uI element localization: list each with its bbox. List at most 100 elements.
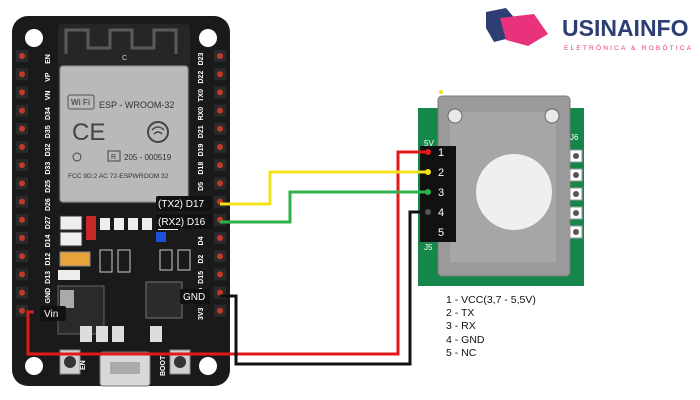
- component-red-led: [86, 216, 96, 240]
- pin-legend-item: 2 - TX: [446, 307, 475, 320]
- housing-screw: [447, 108, 463, 124]
- mount-hole: [25, 29, 43, 47]
- indicator-dot: [439, 90, 443, 94]
- logo-mark-pink: [500, 14, 548, 46]
- sensor-pin-number: 2: [438, 167, 444, 179]
- left-header-pins: [16, 50, 28, 317]
- cert-mark-icon: [72, 152, 82, 162]
- component-smd: [59, 231, 83, 247]
- header-pin-hole: [19, 107, 25, 114]
- header-pin-hole: [19, 216, 25, 223]
- header-pin-hole: [19, 180, 25, 187]
- usb-opening: [110, 362, 140, 374]
- component-outline: [99, 249, 113, 273]
- component-smd: [150, 326, 162, 342]
- component-smd: [128, 218, 138, 230]
- label-j6: J6: [570, 133, 579, 142]
- left-pin-label: D33: [45, 162, 52, 175]
- component-smd: [112, 326, 124, 342]
- right-pin-label: D15: [198, 271, 205, 284]
- component-outline: [159, 249, 173, 271]
- wire-end-gnd: [425, 209, 431, 215]
- right-pin-label: TX0: [198, 89, 205, 102]
- sensor-pin-number: 3: [438, 187, 444, 199]
- right-pin-label: D18: [198, 162, 205, 175]
- header-pin-hole: [19, 307, 25, 314]
- header-pin-hole: [19, 162, 25, 169]
- gnd-label: GND: [183, 292, 205, 303]
- wire-end-rx: [425, 189, 431, 195]
- sensor-window: [476, 154, 552, 230]
- sensor-pin-number: 4: [438, 207, 444, 219]
- component-smd: [100, 218, 110, 230]
- regulator-tab: [60, 290, 74, 308]
- header-pin-hole: [217, 180, 223, 187]
- left-pin-label: GND: [45, 288, 52, 304]
- right-pin-labels: D23D22TX0RX0D21D19D18D5D17D16D4D2D15GND3…: [198, 52, 205, 320]
- pin-legend-item: 3 - RX: [446, 320, 476, 333]
- usb-uart-chip: [145, 281, 183, 319]
- component-smd: [142, 218, 152, 230]
- header-pin-hole: [217, 53, 223, 59]
- header-pin-hole: [217, 271, 223, 278]
- callouts: (TX2) D17 (RX2) D16 GND Vin: [40, 196, 212, 321]
- left-pin-label: D14: [45, 234, 52, 247]
- header-pin-hole: [19, 198, 25, 205]
- right-pin-label: D21: [198, 125, 205, 138]
- header-pin-hole: [19, 253, 25, 260]
- pin-legend-item: 5 - NC: [446, 346, 477, 359]
- boot-button-cap: [174, 356, 186, 368]
- component-outline: [177, 249, 191, 271]
- header-pin-hole: [19, 53, 25, 59]
- pin-legend-item: 4 - GND: [446, 333, 485, 346]
- component-smd: [96, 326, 108, 342]
- wires: [26, 149, 431, 366]
- esp32-board: C Wi Fi ESP - WROOM-32 CE R 205 - 000519…: [12, 16, 230, 387]
- r-mark: R: [111, 154, 116, 161]
- mount-hole: [199, 29, 217, 47]
- left-pin-labels: ENVPVND34D35D32D33D25D26D27D14D12D13GNDV…: [45, 54, 52, 319]
- right-header-pins: [214, 50, 226, 317]
- header-pin-hole: [217, 307, 223, 314]
- pin-legend: 1 - VCC(3,7 - 5,5V) 2 - TX 3 - RX 4 - GN…: [446, 294, 536, 360]
- right-pin-label: D4: [198, 236, 205, 245]
- sensor-pin-number: 5: [438, 227, 444, 239]
- tx2-label-box: [156, 196, 212, 211]
- component-outline: [117, 249, 131, 273]
- vin-label: Vin: [44, 309, 58, 320]
- right-pin-label: D2: [198, 255, 205, 264]
- right-pin-label: D5: [198, 182, 205, 191]
- wire-vcc: [26, 150, 428, 356]
- left-pin-label: D13: [45, 271, 52, 284]
- module-shield: [59, 65, 189, 203]
- pin-legend-item: 1 - VCC(3,7 - 5,5V): [446, 294, 536, 306]
- wire-gnd: [220, 210, 428, 366]
- header-pin-hole: [19, 271, 25, 278]
- wire-end-tx: [425, 169, 431, 175]
- component-blue-led: [156, 232, 166, 242]
- header-pin-hole: [19, 125, 25, 132]
- component-smd: [59, 215, 83, 231]
- rx2-label: (RX2) D16: [158, 217, 206, 228]
- module-line1: ESP - WROOM-32: [99, 100, 174, 110]
- left-pin-label: D34: [45, 107, 52, 120]
- housing-screw: [544, 108, 560, 124]
- header-pin-hole: [217, 144, 223, 150]
- right-pin-label: D19: [198, 143, 205, 156]
- header-pin-hole: [217, 253, 223, 260]
- left-pin-label: D27: [45, 216, 52, 229]
- left-pin-label: D12: [45, 253, 52, 266]
- en-button-cap: [64, 356, 76, 368]
- header-pin-hole: [19, 235, 25, 241]
- header-pin-hole: [19, 71, 25, 78]
- wire-tx: [220, 170, 428, 206]
- vin-label-box: [40, 306, 66, 321]
- wireless-icon: [147, 121, 169, 143]
- wifi-logo-text: Wi Fi: [71, 98, 90, 107]
- gnd-label-box: [180, 289, 210, 304]
- header-pin-hole: [19, 289, 25, 296]
- usinainfo-logo: USINAINFO ELETRÔNICA & ROBÓTICA: [486, 8, 691, 52]
- mount-hole: [25, 357, 43, 375]
